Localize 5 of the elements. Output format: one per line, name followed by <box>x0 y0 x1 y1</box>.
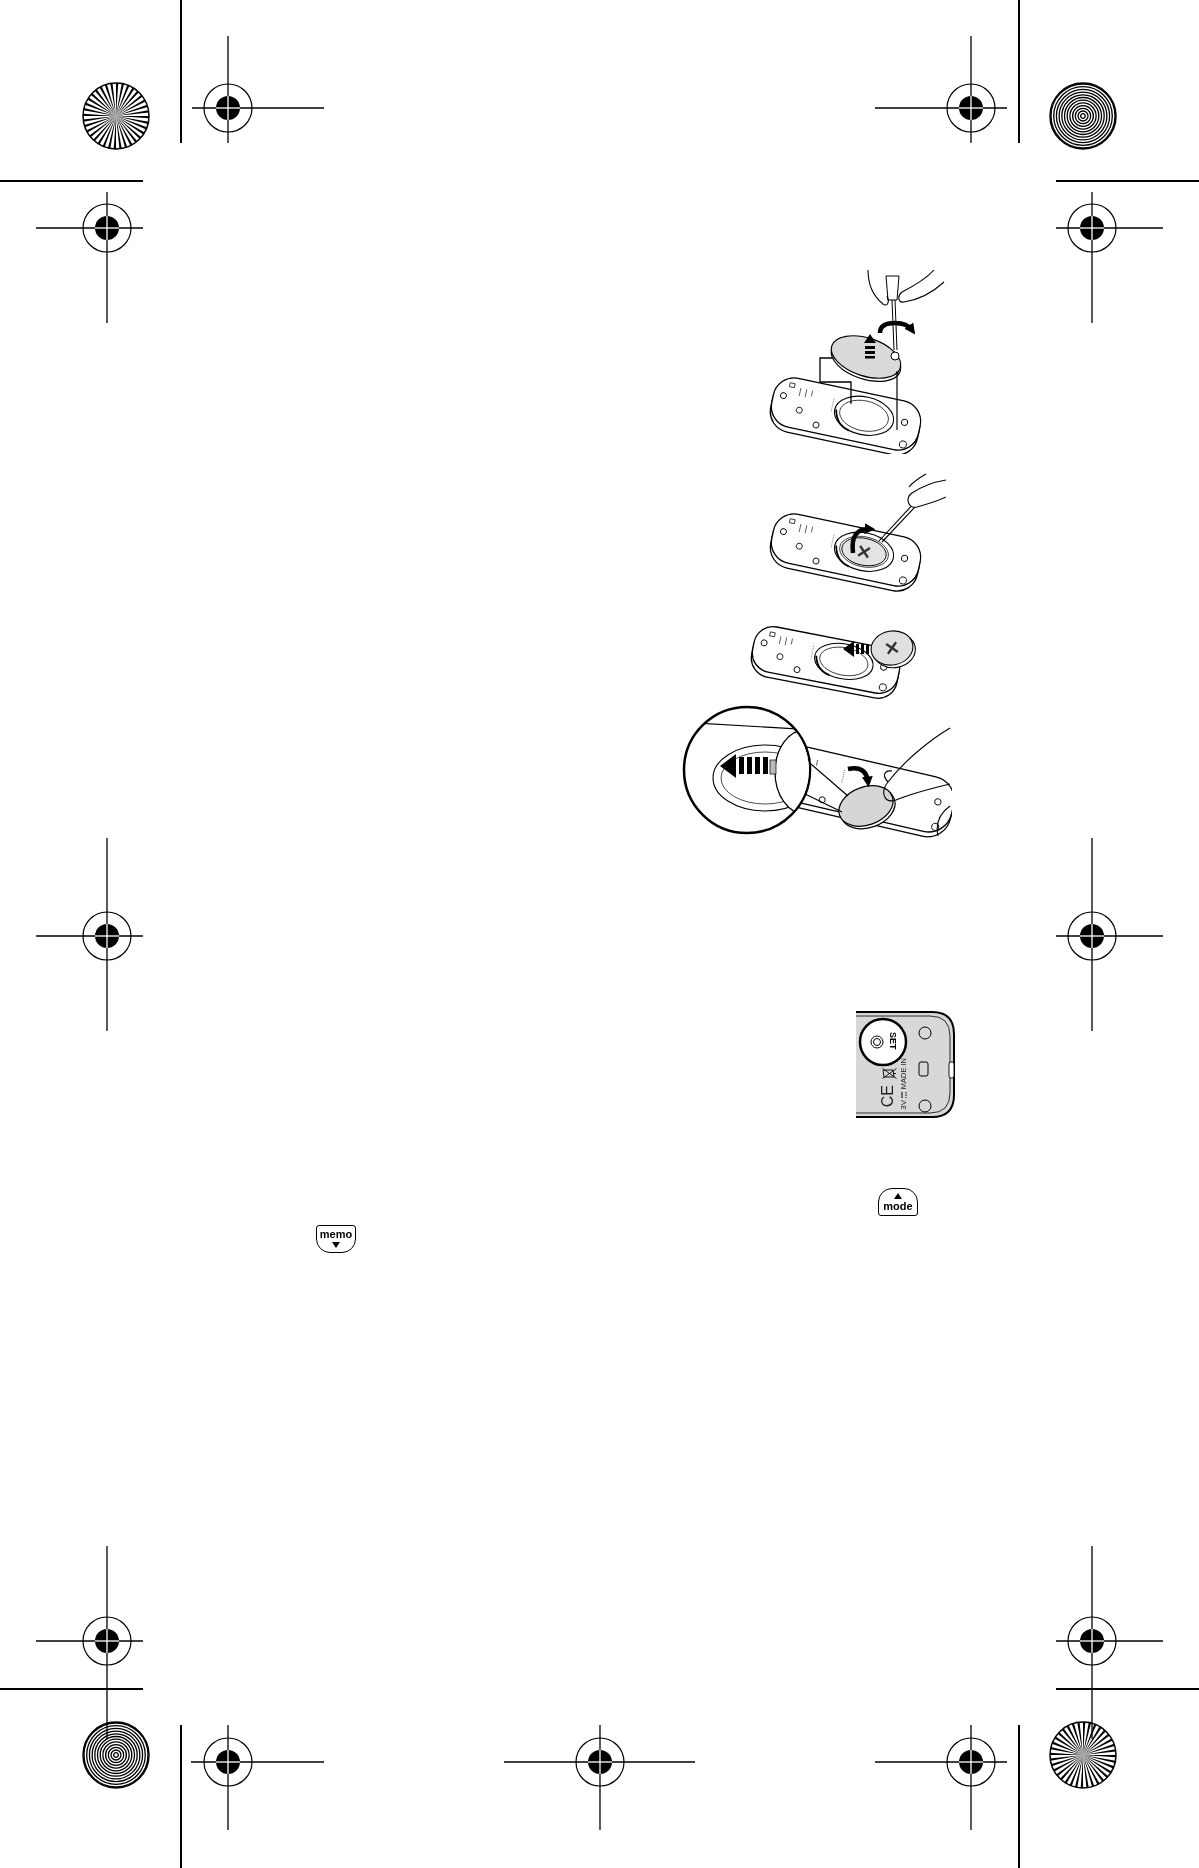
ce-mark: CE <box>880 1085 896 1108</box>
voltage-marking: 3V <box>900 1100 908 1110</box>
key-label: memo <box>319 1229 353 1240</box>
button-marking: SET <box>888 1032 897 1050</box>
key-label: mode <box>883 1201 913 1212</box>
